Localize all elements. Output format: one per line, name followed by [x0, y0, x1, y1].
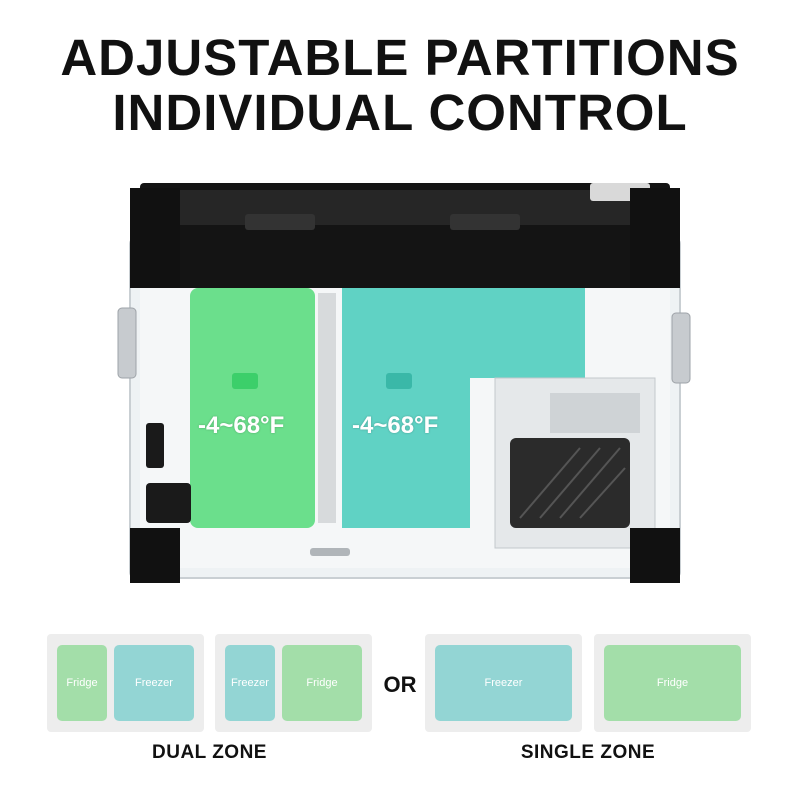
config-single-freezer: Freezer	[425, 634, 582, 732]
lid-top	[170, 190, 640, 225]
cooler-svg	[117, 183, 691, 583]
drain-plug	[310, 548, 350, 556]
config3-box: Freezer	[435, 645, 572, 721]
cooler-illustration: -4~68°F -4~68°F	[110, 178, 700, 588]
right-handle	[671, 312, 691, 384]
config-dual-fridge-freezer: Fridge Freezer	[47, 634, 204, 732]
partition-divider	[318, 293, 336, 523]
left-zone-indicator-icon	[232, 373, 258, 389]
config-single-fridge: Fridge	[594, 634, 751, 732]
vent-grille	[550, 393, 640, 433]
config2-left-box: Freezer	[225, 645, 275, 721]
single-zone-caption: SINGLE ZONE	[520, 742, 656, 763]
right-compartment	[342, 288, 585, 528]
config-dual-freezer-fridge: Freezer Fridge	[215, 634, 372, 732]
fan-grille	[519, 447, 626, 519]
power-port	[146, 483, 191, 523]
corner-bottom-left	[130, 528, 180, 583]
config1-left-box: Fridge	[57, 645, 107, 721]
config2-right-box: Fridge	[282, 645, 362, 721]
corner-top-right	[630, 188, 680, 288]
or-separator: OR	[383, 672, 417, 697]
left-zone-temp: -4~68°F	[198, 412, 285, 439]
right-zone-indicator-icon	[386, 373, 412, 389]
config4-box: Fridge	[604, 645, 741, 721]
lid-latch-right	[450, 214, 520, 230]
right-zone-temp: -4~68°F	[352, 412, 439, 439]
dual-zone-caption: DUAL ZONE	[152, 742, 267, 763]
headline-line-2: INDIVIDUAL CONTROL	[112, 84, 688, 141]
control-panel	[146, 423, 164, 468]
headline: ADJUSTABLE PARTITIONS INDIVIDUAL CONTROL	[0, 30, 800, 140]
config1-right-box: Freezer	[114, 645, 194, 721]
headline-line-1: ADJUSTABLE PARTITIONS	[60, 29, 740, 86]
lid-latch-left	[245, 214, 315, 230]
left-compartment	[190, 288, 315, 528]
corner-top-left	[130, 188, 180, 288]
corner-bottom-right	[630, 528, 680, 583]
left-handle	[117, 307, 137, 379]
